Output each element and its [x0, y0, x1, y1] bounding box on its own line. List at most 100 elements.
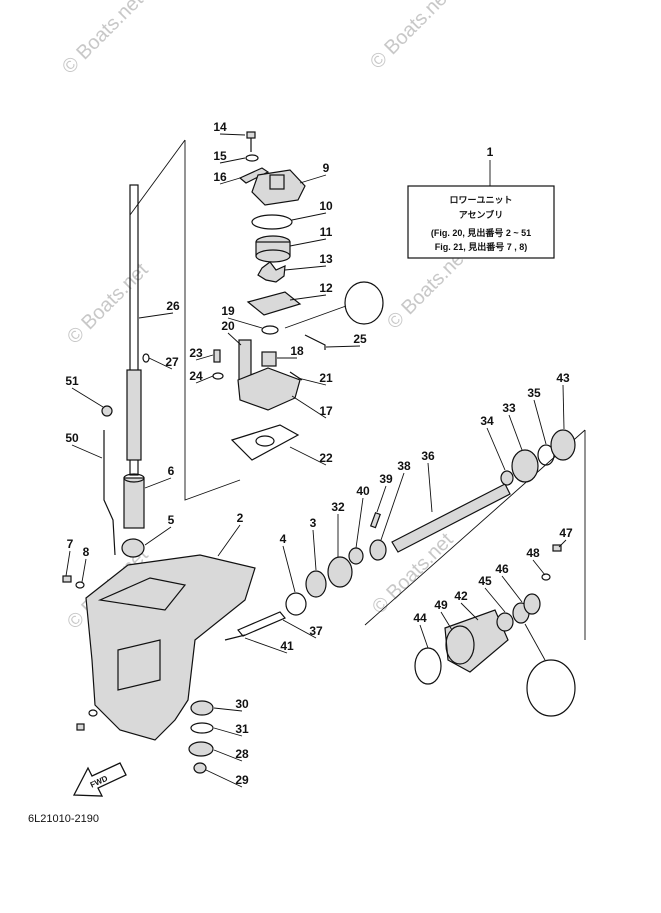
part-number-47: 47	[559, 526, 573, 540]
leader-line-40	[355, 497, 364, 549]
part-number-11: 11	[320, 225, 333, 239]
part-number-31: 31	[235, 722, 249, 736]
leader-line-48	[532, 559, 546, 576]
pinion-parts	[188, 700, 214, 774]
part-number-25: 25	[353, 332, 367, 346]
leader-line-22	[289, 446, 327, 466]
leader-line-13	[284, 265, 327, 271]
part-number-44: 44	[413, 611, 427, 625]
part-number-10: 10	[319, 199, 333, 213]
leader-line-20	[227, 332, 242, 346]
part-number-33: 33	[502, 401, 516, 415]
part-number-39: 39	[379, 472, 393, 486]
leader-line-42	[460, 602, 479, 621]
part-number-12: 12	[319, 281, 333, 295]
part-number-22: 22	[319, 451, 333, 465]
water-pump-parts	[212, 131, 384, 461]
part-number-20: 20	[221, 319, 235, 333]
part-number-3: 3	[310, 516, 317, 530]
leader-line-35	[533, 399, 547, 445]
leader-line-38	[380, 472, 405, 541]
part-number-46: 46	[495, 562, 509, 576]
watermark: © Boats.net	[366, 0, 456, 74]
part-number-38: 38	[397, 459, 411, 473]
leader-line-37	[282, 619, 317, 639]
box-line-2: アセンブリ	[459, 209, 504, 220]
box-line-1: ロワーユニット	[449, 195, 512, 205]
part-number-16: 16	[213, 170, 227, 184]
leader-line-24	[195, 375, 214, 384]
part-number-35: 35	[527, 386, 541, 400]
leader-line-7	[65, 550, 71, 577]
part-number-36: 36	[421, 449, 435, 463]
assembly-box: ロワーユニット アセンブリ (Fig. 20, 見出番号 2 ~ 51 Fig.…	[407, 160, 555, 259]
part-number-2: 2	[237, 511, 244, 525]
leader-line-36	[427, 462, 433, 513]
leader-line-45	[484, 587, 506, 613]
drive-shaft-parts	[62, 184, 150, 589]
leader-line-43	[562, 384, 565, 430]
part-number-50: 50	[65, 431, 79, 445]
leader-line-17	[291, 395, 327, 419]
box-line-3: (Fig. 20, 見出番号 2 ~ 51	[431, 227, 531, 238]
leader-line-3	[312, 529, 317, 571]
part-number-41: 41	[280, 639, 294, 653]
leader-line-16	[219, 177, 241, 185]
leader-line-12	[289, 294, 327, 301]
leader-line-14	[219, 133, 246, 136]
part-number-13: 13	[319, 252, 333, 266]
watermark: © Boats.net	[63, 259, 153, 349]
part-number-9: 9	[323, 161, 330, 175]
leader-line-5	[144, 526, 172, 546]
leader-line-25	[325, 345, 361, 348]
part-number-labels: 2435678910111213141516171819202122232425…	[65, 120, 573, 787]
fwd-arrow-icon: FWD	[72, 762, 127, 797]
part-number-43: 43	[556, 371, 570, 385]
part-number-18: 18	[290, 344, 304, 358]
leader-line-6	[144, 477, 172, 489]
part-number-45: 45	[478, 574, 492, 588]
part-number-51: 51	[65, 374, 79, 388]
leader-line-11	[289, 238, 327, 247]
leader-line-29	[205, 769, 243, 788]
leader-line-46	[501, 575, 523, 603]
leader-line-50	[71, 444, 103, 459]
part-number-23: 23	[189, 346, 203, 360]
part-number-34: 34	[480, 414, 494, 428]
leader-line-39	[376, 485, 387, 513]
part-number-27: 27	[165, 355, 179, 369]
part-number-8: 8	[83, 545, 90, 559]
leader-line-34	[486, 427, 506, 471]
leader-line-51	[71, 387, 104, 408]
part-number-29: 29	[235, 773, 249, 787]
leader-line-27	[148, 357, 173, 370]
lower-casing	[76, 554, 286, 741]
leader-line-10	[291, 212, 327, 221]
part-number-6: 6	[168, 464, 175, 478]
part-number-24: 24	[189, 369, 203, 383]
part-number-49: 49	[434, 598, 448, 612]
leader-line-15	[219, 157, 246, 164]
leader-line-26	[138, 312, 174, 319]
group-frame-line	[129, 139, 186, 216]
group-frame-line	[184, 140, 241, 501]
leader-line-30	[213, 707, 243, 712]
propeller-shaft-parts	[285, 429, 576, 717]
part-number-48: 48	[526, 546, 540, 560]
leader-line-19	[227, 317, 263, 329]
part-number-28: 28	[235, 747, 249, 761]
leader-line-41	[244, 637, 288, 654]
leader-line-21	[297, 377, 327, 386]
box-line-4: Fig. 21, 見出番号 7 , 8)	[435, 241, 528, 252]
part-number-42: 42	[454, 589, 468, 603]
part-number-19: 19	[221, 304, 235, 318]
leader-line-8	[81, 558, 87, 583]
part-number-30: 30	[235, 697, 249, 711]
leader-line-23	[195, 354, 214, 361]
figure-code: 6L21010-2190	[28, 813, 99, 825]
leader-line-4	[282, 545, 296, 593]
leader-line-44	[419, 624, 429, 649]
leader-line-47	[558, 539, 567, 548]
leader-line-31	[213, 727, 243, 737]
